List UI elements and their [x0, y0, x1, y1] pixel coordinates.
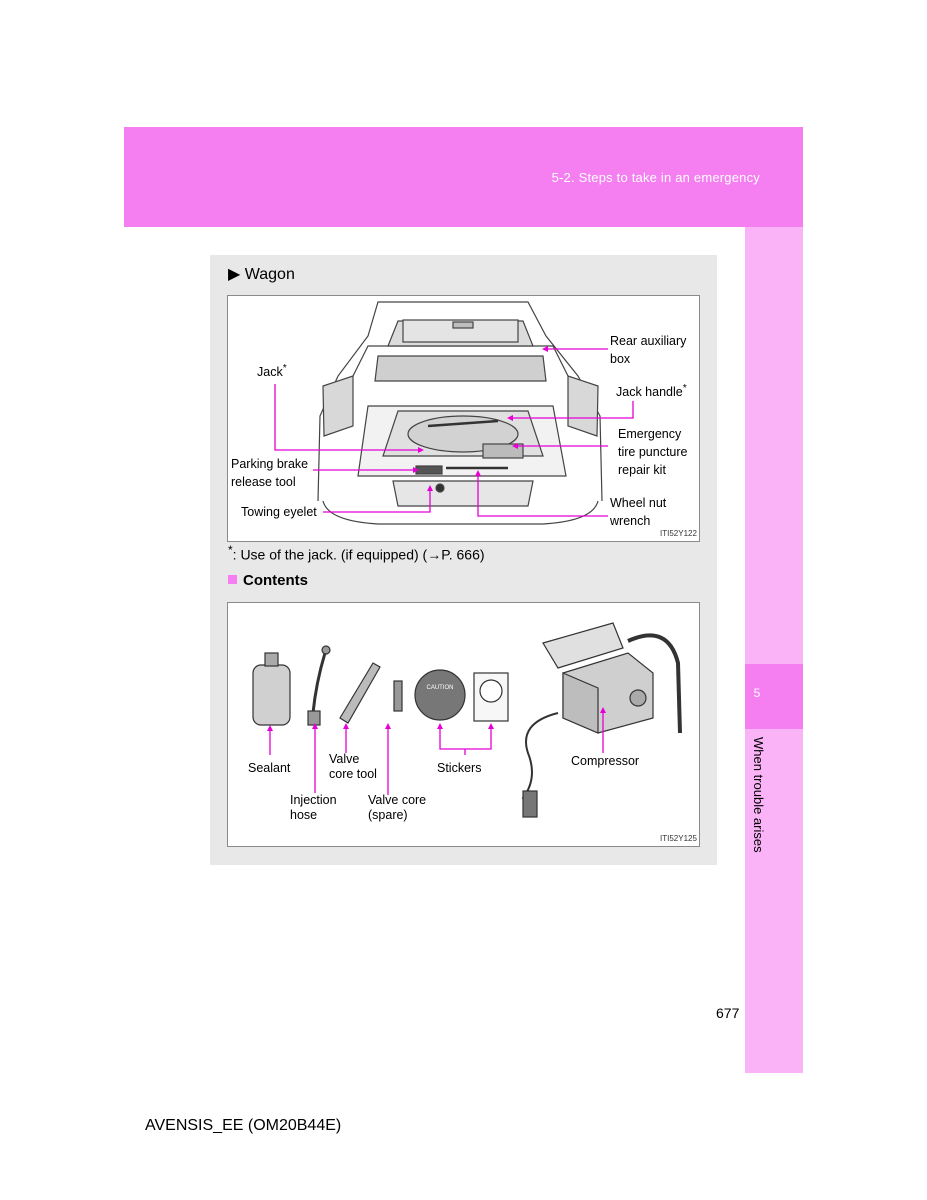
figure-code: ITI52Y122 [660, 529, 697, 538]
jack-note: *: Use of the jack. (if equipped) (→P. 6… [228, 543, 485, 563]
wagon-illustration [274, 301, 634, 525]
sticker-caution-text: CAUTION [427, 685, 454, 691]
chapter-tab: 5 [745, 664, 803, 729]
label-jack: Jack* [257, 363, 287, 380]
chapter-title: When trouble arises [751, 737, 766, 853]
figure-code: ITI52Y125 [660, 834, 697, 843]
side-tab [745, 227, 803, 1073]
label-sealant: Sealant [248, 761, 291, 775]
label-towing-eyelet: Towing eyelet [241, 505, 317, 519]
label-stickers: Stickers [437, 761, 482, 775]
label-jack-handle: Jack handle* [616, 383, 687, 400]
content-panel: ▶ Wagon [210, 255, 717, 865]
page-number: 677 [716, 1005, 740, 1021]
header-bar: 5-2. Steps to take in an emergency [124, 127, 803, 227]
label-valve-core-spare: Valve core(spare) [368, 793, 427, 822]
section-title: 5-2. Steps to take in an emergency [551, 170, 760, 185]
wagon-heading: ▶ Wagon [228, 266, 295, 283]
chapter-number: 5 [753, 686, 761, 700]
label-compressor: Compressor [571, 754, 640, 768]
contents-heading: Contents [228, 572, 308, 589]
contents-illustration: CAUTION [252, 622, 682, 818]
document-code: AVENSIS_EE (OM20B44E) [145, 1117, 342, 1134]
bullet-square-icon [228, 575, 237, 584]
